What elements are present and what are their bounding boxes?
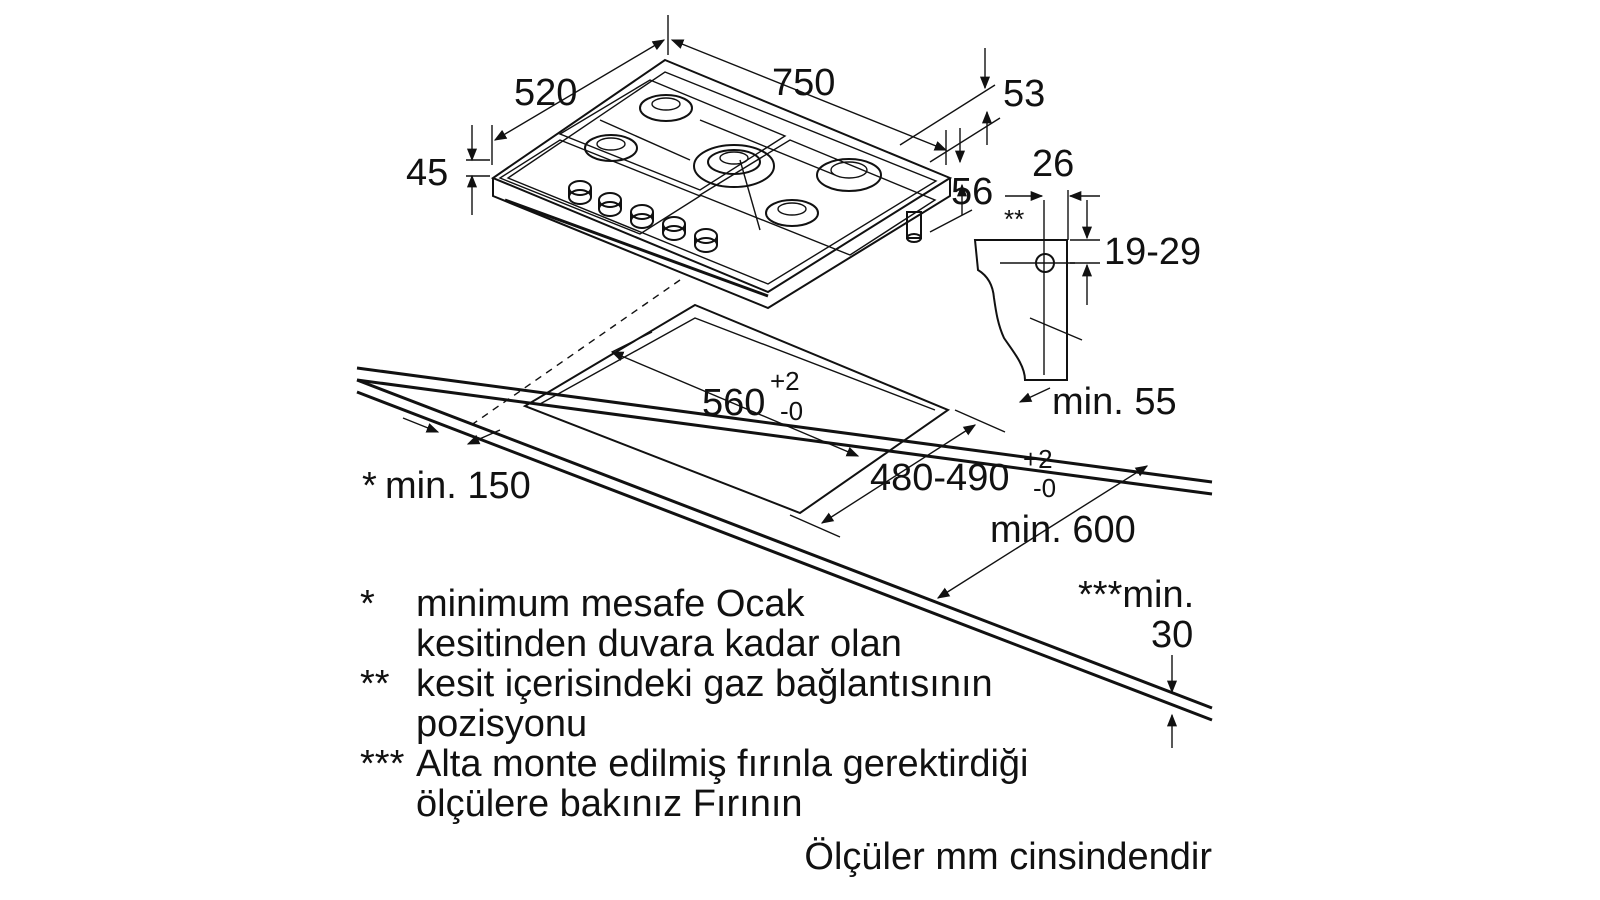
label-width: 750	[772, 62, 835, 104]
label-height: 45	[406, 152, 448, 194]
footnote-line: kesit içerisindeki gaz bağlantısının	[416, 663, 993, 705]
label-depth: 520	[514, 72, 577, 114]
control-knobs	[568, 180, 718, 253]
label-connection-offset: 26	[1032, 143, 1074, 185]
label-cutout-width-tol-minus: -0	[780, 396, 803, 426]
label-min-55: min. 55	[1052, 381, 1177, 423]
dimension-cutout-width	[610, 331, 860, 457]
label-cutout-depth-tol-minus: -0	[1033, 473, 1056, 503]
footnote-text: Alta monte edilmiş fırınla gerektirdiği …	[416, 744, 1160, 824]
dimension-width	[667, 15, 948, 165]
burner-front-left	[584, 134, 638, 162]
burner-wok-center	[693, 144, 775, 188]
gas-connector	[906, 211, 922, 243]
footnote-text: minimum mesafe Ocak kesitinden duvara ka…	[416, 584, 1160, 664]
footnote-mark: **	[360, 663, 390, 705]
burner-rear-left	[639, 94, 693, 122]
footnote-text: kesit içerisindeki gaz bağlantısının poz…	[416, 664, 1160, 744]
dimension-cutout-depth	[789, 409, 1006, 538]
dimension-min-600	[936, 465, 1149, 599]
label-min-600: min. 600	[990, 509, 1136, 551]
dimension-min-150	[402, 417, 501, 445]
dimension-min-55-arrow	[1018, 387, 1051, 403]
footnote-3: *** Alta monte edilmiş fırınla gerektird…	[360, 744, 1160, 824]
footnote-line: ölçülere bakınız Fırının	[416, 783, 803, 825]
footnote-line: Alta monte edilmiş fırınla gerektirdiği	[416, 743, 1029, 785]
cutout-projection-line	[466, 279, 681, 429]
connection-detail	[973, 190, 1100, 381]
footnotes: * minimum mesafe Ocak kesitinden duvara …	[360, 584, 1160, 824]
footnote-mark: *	[360, 583, 375, 625]
label-min-30-line1: ***min.	[1078, 574, 1194, 616]
footnote-mark: ***	[360, 743, 405, 785]
footnote-line: minimum mesafe Ocak	[416, 583, 805, 625]
label-min-150: min. 150	[385, 465, 531, 507]
unit-note: Ölçüler mm cinsindendir	[804, 836, 1212, 878]
label-connection-mark: **	[1004, 204, 1024, 234]
dimension-offset-top	[899, 48, 1001, 163]
label-connection-height: 19-29	[1104, 231, 1201, 273]
label-cutout-depth: 480-490	[870, 457, 1009, 499]
footnote-2: ** kesit içerisindeki gaz bağlantısının …	[360, 664, 1160, 744]
label-cutout-depth-tol-plus: +2	[1023, 444, 1053, 474]
label-min-150-mark: *	[362, 465, 377, 507]
label-offset-bottom: 56	[951, 171, 993, 213]
footnote-line: kesitinden duvara kadar olan	[416, 623, 902, 665]
footnote-line: pozisyonu	[416, 703, 588, 745]
label-min-30-line2: 30	[1151, 614, 1193, 656]
dimension-depth	[491, 39, 666, 165]
label-offset-top: 53	[1003, 73, 1045, 115]
burner-front-right	[765, 199, 819, 227]
dimension-offset-bottom	[929, 128, 973, 233]
dimension-height	[466, 125, 490, 215]
label-cutout-width: 560	[702, 382, 765, 424]
burner-rear-right	[816, 158, 882, 192]
label-cutout-width-tol-plus: +2	[770, 366, 800, 396]
footnote-1: * minimum mesafe Ocak kesitinden duvara …	[360, 584, 1160, 664]
